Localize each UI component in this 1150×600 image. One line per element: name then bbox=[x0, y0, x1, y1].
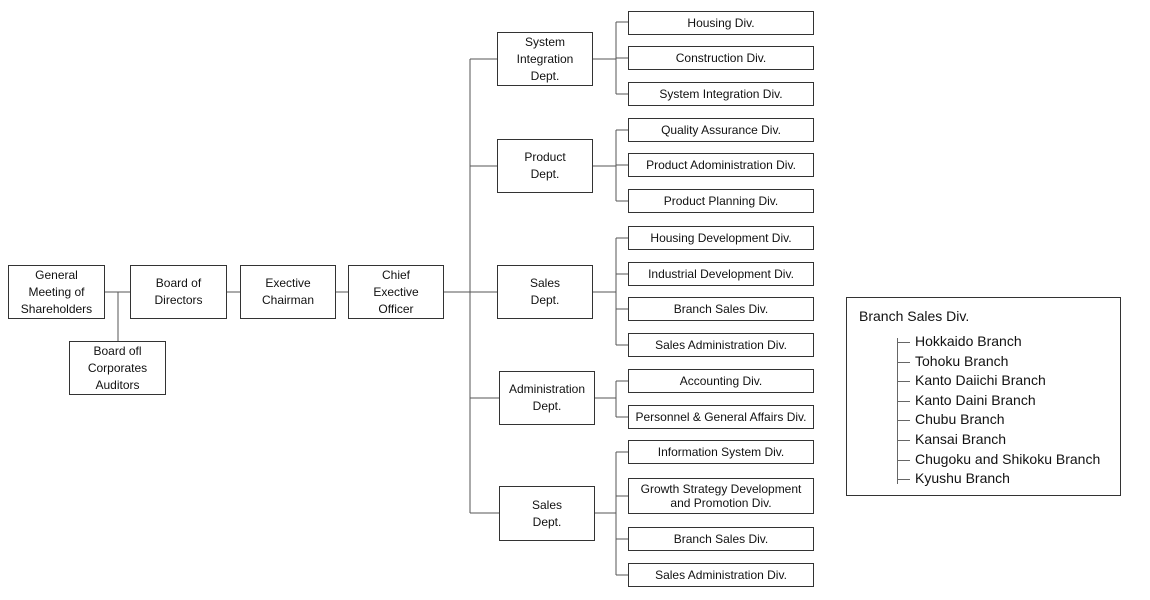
branch-item: Kanto Daiichi Branch bbox=[847, 371, 1100, 391]
branch-label: Chubu Branch bbox=[915, 411, 1005, 428]
general-meeting-box: General Meeting of Shareholders bbox=[8, 265, 105, 319]
branch-label: Kanto Daiichi Branch bbox=[915, 372, 1046, 389]
branch-label: Hokkaido Branch bbox=[915, 333, 1022, 349]
branch-label: Kansai Branch bbox=[915, 430, 1007, 447]
branch-item: Kyushu Branch bbox=[847, 469, 1100, 489]
division-box: Product Planning Div. bbox=[628, 189, 814, 213]
division-box: Information System Div. bbox=[628, 440, 814, 464]
branch-item: Chubu Branch bbox=[847, 410, 1100, 430]
branch-item: Kanto Daini Branch bbox=[847, 391, 1100, 411]
branch-label: Chugoku and Shikoku Branch bbox=[915, 450, 1101, 467]
chairman-box: Exective Chairman bbox=[240, 265, 336, 319]
division-box: Product Adoministration Div. bbox=[628, 153, 814, 177]
dept-box: Sales Dept. bbox=[499, 486, 595, 541]
division-box: Personnel & General Affairs Div. bbox=[628, 405, 814, 429]
division-box: Sales Administration Div. bbox=[628, 333, 814, 357]
branch-label: Kyushu Branch bbox=[915, 470, 1010, 487]
ceo-box: Chief Exective Officer bbox=[348, 265, 444, 319]
branch-item: Tohoku Branch bbox=[847, 352, 1100, 372]
division-box: Growth Strategy Development and Promotio… bbox=[628, 478, 814, 514]
branch-item: Hokkaido Branch bbox=[847, 332, 1100, 352]
board-box: Board of Directors bbox=[130, 265, 227, 319]
division-box: Housing Development Div. bbox=[628, 226, 814, 250]
division-box: Industrial Development Div. bbox=[628, 262, 814, 286]
division-box: Branch Sales Div. bbox=[628, 527, 814, 551]
branch-sales-legend: Branch Sales Div. Hokkaido Branch Tohoku… bbox=[846, 297, 1121, 496]
branch-label: Tohoku Branch bbox=[915, 352, 1009, 369]
branch-item: Chugoku and Shikoku Branch bbox=[847, 450, 1100, 470]
division-box: Quality Assurance Div. bbox=[628, 118, 814, 142]
dept-box: Administration Dept. bbox=[499, 371, 595, 425]
dept-box: Product Dept. bbox=[497, 139, 593, 193]
division-box: Construction Div. bbox=[628, 46, 814, 70]
branch-label: Kanto Daini Branch bbox=[915, 391, 1036, 408]
division-box: Branch Sales Div. bbox=[628, 297, 814, 321]
legend-title: Branch Sales Div. bbox=[859, 308, 970, 324]
auditors-box: Board ofl Corporates Auditors bbox=[69, 341, 166, 395]
division-box: Sales Administration Div. bbox=[628, 563, 814, 587]
division-box: Accounting Div. bbox=[628, 369, 814, 393]
dept-box: Sales Dept. bbox=[497, 265, 593, 319]
division-box: Housing Div. bbox=[628, 11, 814, 35]
division-box: System Integration Div. bbox=[628, 82, 814, 106]
legend-tree-line bbox=[897, 338, 898, 484]
dept-box: System Integration Dept. bbox=[497, 32, 593, 86]
branch-item: Kansai Branch bbox=[847, 430, 1100, 450]
branch-list: Hokkaido Branch Tohoku Branch Kanto Daii… bbox=[847, 332, 1100, 489]
